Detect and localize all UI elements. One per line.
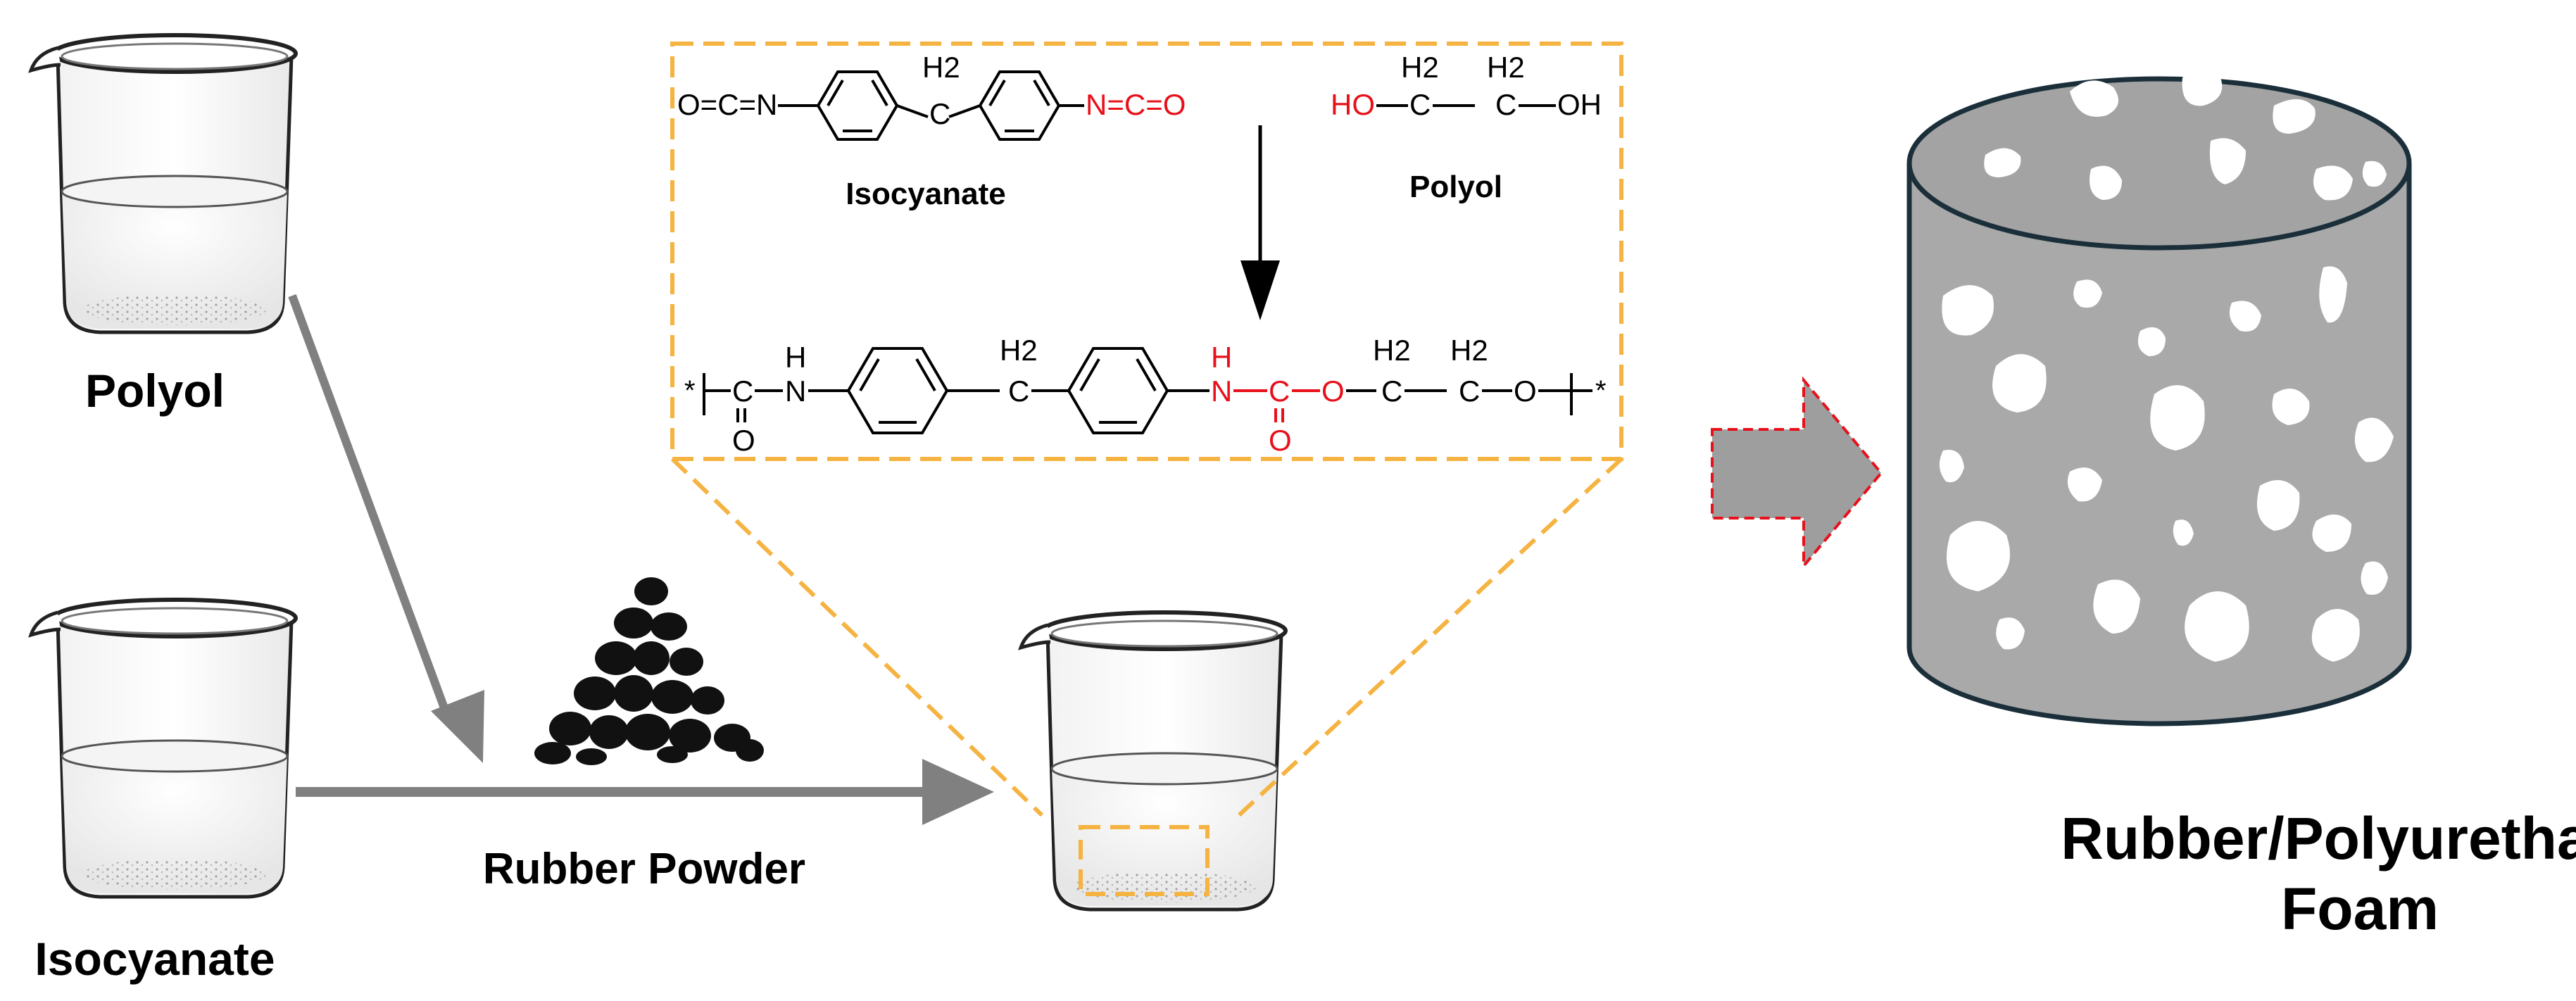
pu-c-1: C bbox=[1008, 374, 1029, 408]
zoom-region-box bbox=[1079, 825, 1210, 896]
process-block-arrow-icon bbox=[1711, 376, 1883, 570]
reaction-arrow bbox=[1240, 125, 1280, 320]
polyurethane-structure: * C O H N H2 C H N C O bbox=[684, 334, 1607, 457]
polyol-name: Polyol bbox=[1409, 170, 1502, 204]
pu-h2-3: H2 bbox=[1450, 334, 1488, 367]
reaction-scheme-box bbox=[670, 42, 1623, 461]
polyol-c-1: C bbox=[1409, 88, 1431, 121]
rubber-powder-label: Rubber Powder bbox=[483, 845, 805, 893]
pu-h-1: H bbox=[785, 341, 806, 374]
pu-urethane-carbonyl-o: O bbox=[1269, 424, 1292, 457]
polyol-flow-arrow bbox=[288, 294, 484, 763]
pu-urethane-o: O bbox=[1321, 374, 1345, 408]
pu-star-right: * bbox=[1595, 375, 1607, 406]
isocyanate-flow-arrow bbox=[296, 759, 994, 825]
polyol-h2-2: H2 bbox=[1487, 51, 1525, 84]
pu-h2-1: H2 bbox=[1000, 334, 1038, 367]
foam-label-line2: Foam bbox=[2281, 876, 2439, 942]
isocyanate-structure: O=C=N H2 C N=C=O Isocyanate bbox=[677, 51, 1186, 211]
isocyanate-name: Isocyanate bbox=[846, 177, 1005, 211]
polyol-oh: OH bbox=[1557, 88, 1602, 121]
isocyanate-beaker bbox=[31, 600, 296, 897]
pu-carbonyl-c-1: C bbox=[732, 374, 753, 408]
polyol-c-2: C bbox=[1495, 88, 1516, 121]
isocyanate-label: Isocyanate bbox=[34, 933, 275, 985]
pu-h2-2: H2 bbox=[1373, 334, 1411, 367]
pu-urethane-h: H bbox=[1211, 341, 1232, 374]
pu-carbonyl-o-1: O bbox=[732, 424, 755, 457]
pu-c-2: C bbox=[1381, 374, 1402, 408]
pu-star-left: * bbox=[684, 375, 696, 406]
isocyanate-right-group: N=C=O bbox=[1086, 88, 1186, 121]
pu-urethane-n: N bbox=[1211, 374, 1232, 408]
isocyanate-ch2-h2: H2 bbox=[922, 51, 960, 84]
polyol-ho: HO bbox=[1331, 88, 1375, 121]
mixture-beaker bbox=[1021, 612, 1286, 909]
polyol-h2-1: H2 bbox=[1401, 51, 1439, 84]
polyol-label: Polyol bbox=[85, 365, 225, 417]
polyol-beaker bbox=[31, 35, 296, 332]
pu-c-3: C bbox=[1459, 374, 1480, 408]
pu-n-1: N bbox=[785, 374, 806, 408]
foam-cylinder-icon bbox=[1906, 70, 2412, 726]
polyol-structure: HO H2 C H2 C OH Polyol bbox=[1331, 51, 1602, 204]
isocyanate-ch2-c: C bbox=[929, 97, 950, 130]
zoom-callout-lines bbox=[670, 457, 1623, 817]
rubber-powder-pile-icon bbox=[534, 577, 764, 765]
foam-label-line1: Rubber/Polyurethane bbox=[2061, 805, 2576, 871]
pu-urethane-c: C bbox=[1269, 374, 1290, 408]
pu-o-end: O bbox=[1514, 374, 1537, 408]
isocyanate-left-group: O=C=N bbox=[677, 88, 777, 121]
